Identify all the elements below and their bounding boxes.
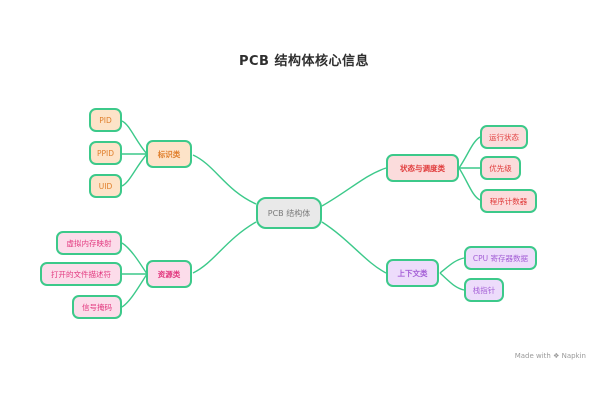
branch-id[interactable]: 标识类	[146, 140, 192, 168]
leaf-stack-pointer[interactable]: 栈指针	[464, 278, 504, 302]
branch-resource[interactable]: 资源类	[146, 260, 192, 288]
leaf-uid[interactable]: UID	[89, 174, 122, 198]
edge-res-signal	[121, 273, 148, 308]
leaf-virtual-memory[interactable]: 虚拟内存映射	[56, 231, 122, 255]
edge-id-pid	[121, 120, 148, 155]
edge-res-vm	[121, 242, 148, 275]
edge-state-run	[458, 136, 481, 169]
edge-center-resource	[192, 221, 257, 274]
leaf-ppid[interactable]: PPID	[89, 141, 122, 165]
branch-context[interactable]: 上下文类	[386, 259, 439, 287]
edge-center-id	[192, 154, 257, 205]
diagram-title: PCB 结构体核心信息	[238, 54, 369, 69]
leaf-pid[interactable]: PID	[89, 108, 122, 132]
center-node[interactable]: PCB 结构体	[256, 197, 322, 229]
edge-center-context	[321, 221, 387, 274]
leaf-run-state[interactable]: 运行状态	[480, 125, 528, 149]
leaf-priority[interactable]: 优先级	[480, 156, 521, 180]
leaf-cpu-registers[interactable]: CPU 寄存器数据	[464, 246, 537, 270]
napkin-footer: Made with ❖ Napkin	[514, 352, 586, 360]
leaf-signal-mask[interactable]: 信号掩码	[72, 295, 122, 319]
edge-id-uid	[121, 153, 148, 187]
edge-ctx-cpu	[439, 257, 465, 274]
edge-state-pc	[458, 167, 481, 201]
edge-ctx-sp	[439, 272, 465, 291]
leaf-open-files[interactable]: 打开的文件描述符	[40, 262, 122, 286]
branch-state[interactable]: 状态与调度类	[386, 154, 459, 182]
leaf-program-counter[interactable]: 程序计数器	[480, 189, 537, 213]
edge-center-state	[321, 167, 387, 207]
